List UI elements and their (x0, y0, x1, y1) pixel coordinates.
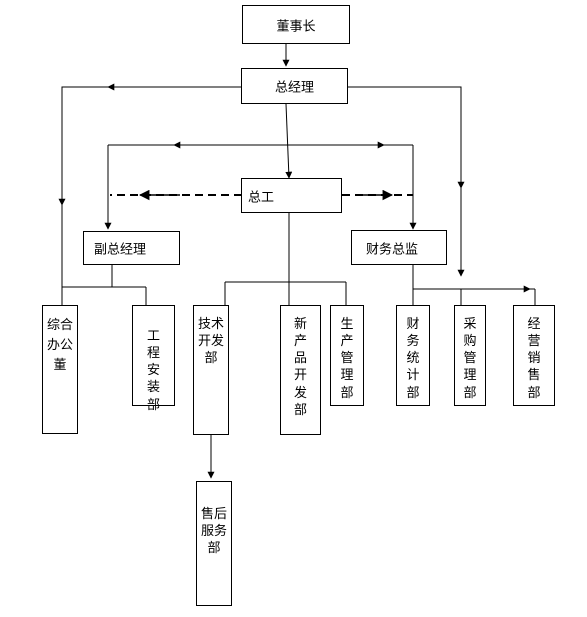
node-after-sales[interactable]: 售后服务部 (196, 481, 232, 606)
node-finance-stats[interactable]: 财务统计部 (396, 305, 430, 406)
node-label: 采购管理部 (463, 317, 477, 401)
node-deputy-gm[interactable]: 副总经理 (83, 231, 180, 265)
node-label: 总经理 (274, 80, 314, 96)
node-label: 售后服务部 (201, 507, 228, 557)
node-sales[interactable]: 经营销售部 (513, 305, 555, 406)
node-label: 财务统计部 (406, 317, 420, 401)
node-production-mgmt[interactable]: 生产管理部 (330, 305, 364, 406)
node-procurement-mgmt[interactable]: 采购管理部 (454, 305, 486, 406)
node-label: 财务总监 (366, 242, 419, 257)
node-label: 生产管理部 (340, 317, 354, 401)
edge-gm-right-branch (348, 86, 462, 272)
node-label: 综合办公董 (47, 318, 74, 374)
node-engineering-install[interactable]: 工程安装部 (132, 305, 175, 413)
node-label: 经营销售部 (527, 317, 541, 401)
node-label: 工程安装部 (146, 329, 160, 413)
node-general-manager[interactable]: 总经理 (241, 68, 348, 104)
node-tech-dev[interactable]: 技术开发部 (193, 305, 229, 435)
node-general-office[interactable]: 综合办公董 (42, 305, 78, 434)
node-label: 技术开发部 (198, 317, 225, 367)
node-label: 副总经理 (94, 242, 147, 258)
node-finance-director[interactable]: 财务总监 (351, 230, 447, 265)
node-label: 总工 (248, 190, 275, 205)
edge-gm-chief-engineer (285, 103, 293, 179)
node-chief-engineer[interactable]: 总工 (241, 178, 342, 213)
node-chairman[interactable]: 董事长 (242, 5, 350, 44)
node-label: 新产品开发部 (293, 317, 307, 418)
node-new-product-dev[interactable]: 新产品开发部 (280, 305, 321, 435)
node-label: 董事长 (276, 19, 316, 34)
